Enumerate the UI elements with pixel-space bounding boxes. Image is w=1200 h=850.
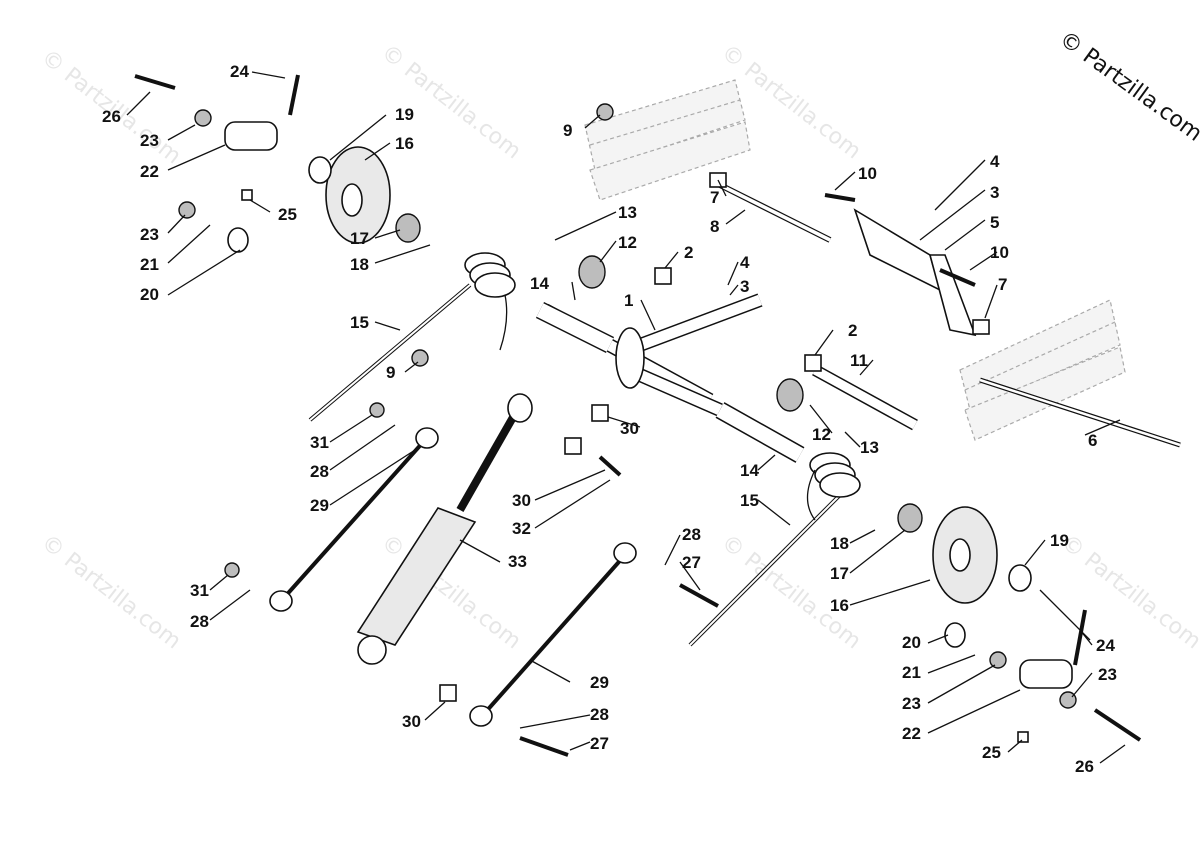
callout-7-top: 7 (710, 188, 719, 207)
callout-28-bottom: 28 (590, 705, 609, 724)
callout-14-top: 14 (530, 274, 549, 293)
shock-absorber (356, 393, 533, 665)
callout-28-bottom-left: 28 (190, 612, 209, 631)
rail-bottom (959, 299, 1126, 441)
callout-21-bottom: 21 (902, 663, 921, 682)
idler-wheel-left (325, 146, 391, 244)
callout-31-bottom: 31 (190, 581, 209, 600)
spring-right (688, 452, 861, 647)
callout-19-top: 19 (395, 105, 414, 124)
spring-left (308, 252, 516, 422)
callout-29-left: 29 (310, 496, 329, 515)
callout-13-bottom: 13 (860, 438, 879, 457)
callout-28-left: 28 (310, 462, 329, 481)
bracket-part-5 (853, 208, 977, 337)
callout-9-left: 9 (386, 363, 395, 382)
callout-17-top: 17 (350, 229, 369, 248)
callout-20-bottom: 20 (902, 633, 921, 652)
callout-15-top: 15 (350, 313, 369, 332)
leader-lines (126, 71, 1126, 764)
callout-4-mid: 4 (740, 253, 750, 272)
callout-8: 8 (710, 217, 719, 236)
callout-3-mid: 3 (740, 277, 749, 296)
watermark-7: © Partzilla.com (1056, 530, 1200, 654)
callout-17-bottom: 17 (830, 564, 849, 583)
callout-31-top: 31 (310, 433, 329, 452)
callout-2-top: 2 (684, 243, 693, 262)
callout-30-bottom: 30 (402, 712, 421, 731)
callout-4-right: 4 (990, 152, 1000, 171)
tie-rods (269, 427, 637, 727)
callout-23-bottom-b: 23 (1098, 665, 1117, 684)
small-parts (178, 103, 1077, 743)
callout-2-right: 2 (848, 321, 857, 340)
callout-23-bottom-a: 23 (902, 694, 921, 713)
callout-30-mid: 30 (620, 419, 639, 438)
callout-5: 5 (990, 213, 999, 232)
callout-13-top: 13 (618, 203, 637, 222)
callout-7-right: 7 (998, 275, 1007, 294)
callout-10-right: 10 (990, 243, 1009, 262)
bolts (134, 74, 1142, 757)
callout-26-top: 26 (102, 107, 121, 126)
callout-25-bottom: 25 (982, 743, 1001, 762)
idler-wheel-right (932, 506, 998, 604)
callout-27-bottom: 27 (590, 734, 609, 753)
callout-26-bottom: 26 (1075, 757, 1094, 776)
callout-14-bottom: 14 (740, 461, 759, 480)
callout-32: 32 (512, 519, 531, 538)
callout-24-top: 24 (230, 62, 249, 81)
callout-29-bottom: 29 (590, 673, 609, 692)
callout-24-bottom: 24 (1096, 636, 1115, 655)
callout-15-bottom: 15 (740, 491, 759, 510)
callout-23-a: 23 (140, 131, 159, 150)
callout-3-right: 3 (990, 183, 999, 202)
callout-9-top: 9 (563, 121, 572, 140)
callout-19-bottom: 19 (1050, 531, 1069, 550)
rear-arm-assembly (535, 182, 1181, 463)
callout-28-mid: 28 (682, 525, 701, 544)
callout-18-bottom: 18 (830, 534, 849, 553)
watermark-4: © Partzilla.com (36, 530, 185, 654)
callout-10-top: 10 (858, 164, 877, 183)
callout-12-bottom: 12 (812, 425, 831, 444)
callout-30-center: 30 (512, 491, 531, 510)
callout-22-top: 22 (140, 162, 159, 181)
callout-12-top: 12 (618, 233, 637, 252)
callout-25-top: 25 (278, 205, 297, 224)
callout-11: 11 (850, 351, 868, 370)
callout-23-b: 23 (140, 225, 159, 244)
callout-27-mid: 27 (682, 553, 701, 572)
callout-18-top: 18 (350, 255, 369, 274)
callout-16-top: 16 (395, 134, 414, 153)
callout-21-top: 21 (140, 255, 159, 274)
callout-20-top: 20 (140, 285, 159, 304)
part-callouts: 24 26 23 22 23 21 20 25 19 16 17 18 15 1… (102, 62, 1117, 776)
callout-6: 6 (1088, 431, 1097, 450)
callout-16-bottom: 16 (830, 596, 849, 615)
callout-33: 33 (508, 552, 527, 571)
callout-1: 1 (624, 291, 633, 310)
copyright-notice: © Partzilla.com (1054, 27, 1200, 147)
rail-top (584, 79, 751, 201)
callout-22-bottom: 22 (902, 724, 921, 743)
